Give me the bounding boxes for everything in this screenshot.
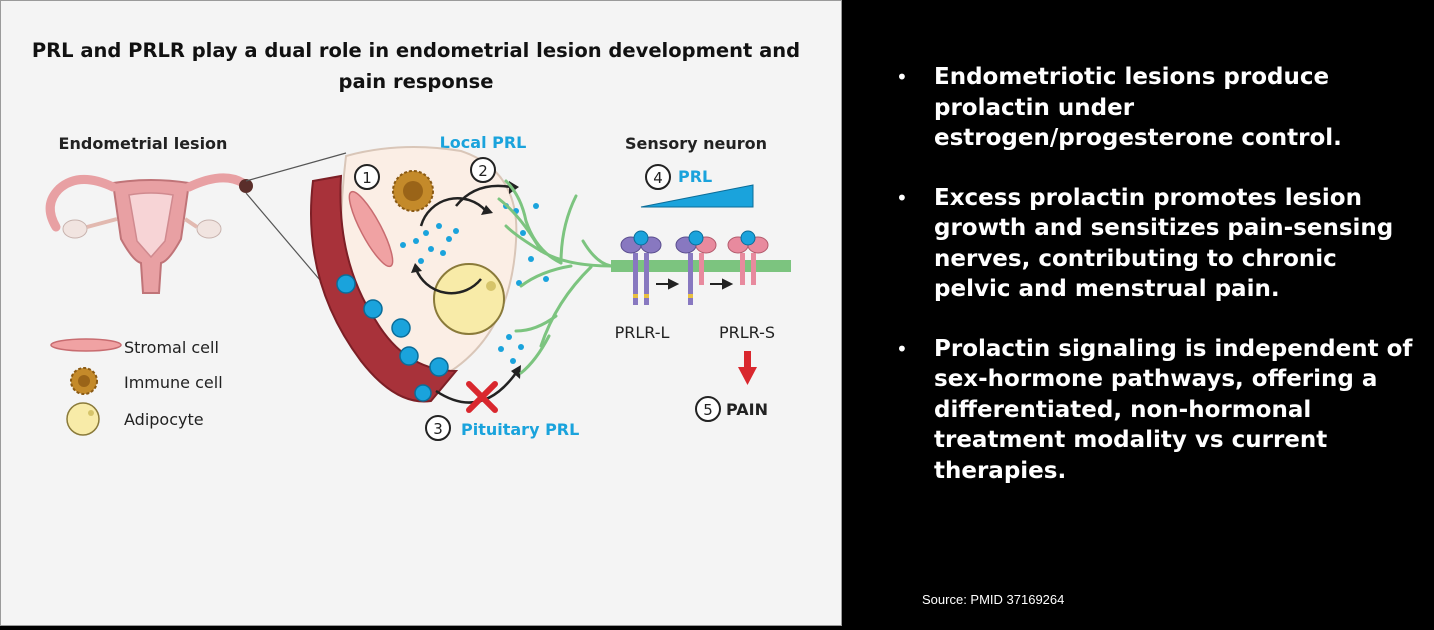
prlr-s-receptor-icon	[727, 230, 769, 285]
diagram-svg: Endometrial lesion Local PRL Sensory neu…	[45, 133, 791, 441]
stromal-cell-icon	[50, 338, 122, 352]
local-prl-arrow	[455, 184, 512, 207]
adipocyte	[433, 263, 505, 335]
source-citation: Source: PMID 37169264	[922, 592, 1065, 607]
legend-stromal-cell: Stromal cell	[124, 338, 219, 357]
bullet-item: •Prolactin signaling is independent of s…	[896, 335, 1413, 484]
bullet-text: Excess prolactin promotes lesion growth …	[934, 184, 1394, 303]
pituitary-prl-label: Pituitary PRL	[461, 420, 579, 439]
pain-label: PAIN	[726, 400, 768, 419]
prl-dots	[400, 203, 549, 364]
step-3-icon: 3	[425, 415, 451, 441]
step-5-icon: 5	[695, 396, 721, 422]
immune-cell-icon	[70, 367, 98, 395]
receptor-arrows	[656, 278, 734, 290]
bullet-item: •Endometriotic lesions produce prolactin…	[896, 64, 1342, 151]
autocrine-arrow-top	[419, 197, 487, 227]
prlr-mixed-receptor-icon	[675, 230, 717, 305]
local-prl-label: Local PRL	[440, 133, 527, 152]
bullet-text: Endometriotic lesions produce prolactin …	[934, 64, 1342, 151]
svg-text:2: 2	[478, 162, 488, 180]
bullet-text: Prolactin signaling is independent of se…	[934, 335, 1413, 484]
prlr-l-receptor-icon	[620, 230, 662, 305]
zoom-line-top	[245, 152, 347, 182]
legend-adipocyte: Adipocyte	[124, 410, 204, 429]
bullet-list: •Endometriotic lesions produce prolactin…	[896, 62, 1419, 515]
prlr-l-label: PRLR-L	[615, 323, 670, 342]
step-2-icon: 2	[470, 157, 496, 183]
bullet-item: •Excess prolactin promotes lesion growth…	[896, 184, 1394, 303]
lesion-spot-icon	[239, 179, 253, 193]
figure-title: PRL and PRLR play a dual role in endomet…	[31, 39, 801, 93]
svg-text:3: 3	[433, 420, 443, 438]
blood-vessel	[310, 174, 459, 403]
sensory-neuron-label: Sensory neuron	[625, 134, 767, 153]
svg-text:4: 4	[653, 169, 663, 187]
step-1-icon: 1	[354, 164, 380, 190]
prl-label: PRL	[678, 167, 712, 186]
uterus-icon	[45, 173, 248, 294]
prlr-s-label: PRLR-S	[719, 323, 775, 342]
autocrine-arrow-bottom	[414, 268, 482, 295]
svg-text:1: 1	[362, 169, 372, 187]
immune-cell	[392, 170, 434, 212]
adipocyte-icon	[66, 402, 100, 436]
stromal-cell	[348, 190, 394, 268]
prl-gradient-wedge	[640, 184, 754, 208]
blocked-x-icon	[466, 381, 498, 413]
sensory-neuron-axon	[497, 179, 613, 375]
bullets-panel: •Endometriotic lesions produce prolactin…	[842, 0, 1434, 630]
step-4-icon: 4	[645, 164, 671, 190]
figure-panel: PRL and PRLR play a dual role in endomet…	[0, 0, 842, 626]
svg-text:5: 5	[703, 401, 713, 419]
legend-immune-cell: Immune cell	[124, 373, 223, 392]
pain-arrow-icon	[738, 351, 757, 385]
endometrial-lesion-label: Endometrial lesion	[59, 134, 228, 153]
